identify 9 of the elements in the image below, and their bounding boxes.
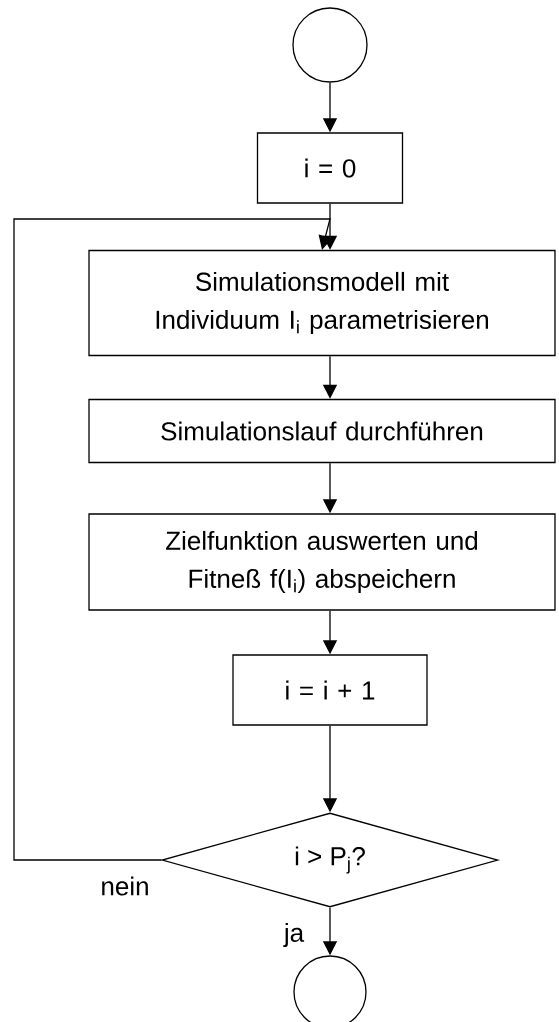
process-box: Simulationsmodell mit Individuum I$_{i}$ parametrisieren — [88, 249, 556, 357]
loop-arrow — [13, 218, 333, 861]
process-box: i = 0 — [256, 132, 404, 204]
edge-label: ja — [283, 922, 305, 948]
process-box: Simulationslauf durchführen — [88, 398, 556, 464]
process-box: i = i + 1 — [232, 654, 428, 726]
edge-label: nein — [102, 876, 148, 896]
terminal-circle — [292, 7, 368, 83]
process-box: Zielfunktion auswerten und Fitneß f(I$_{i}$) abspeichern — [88, 513, 556, 611]
